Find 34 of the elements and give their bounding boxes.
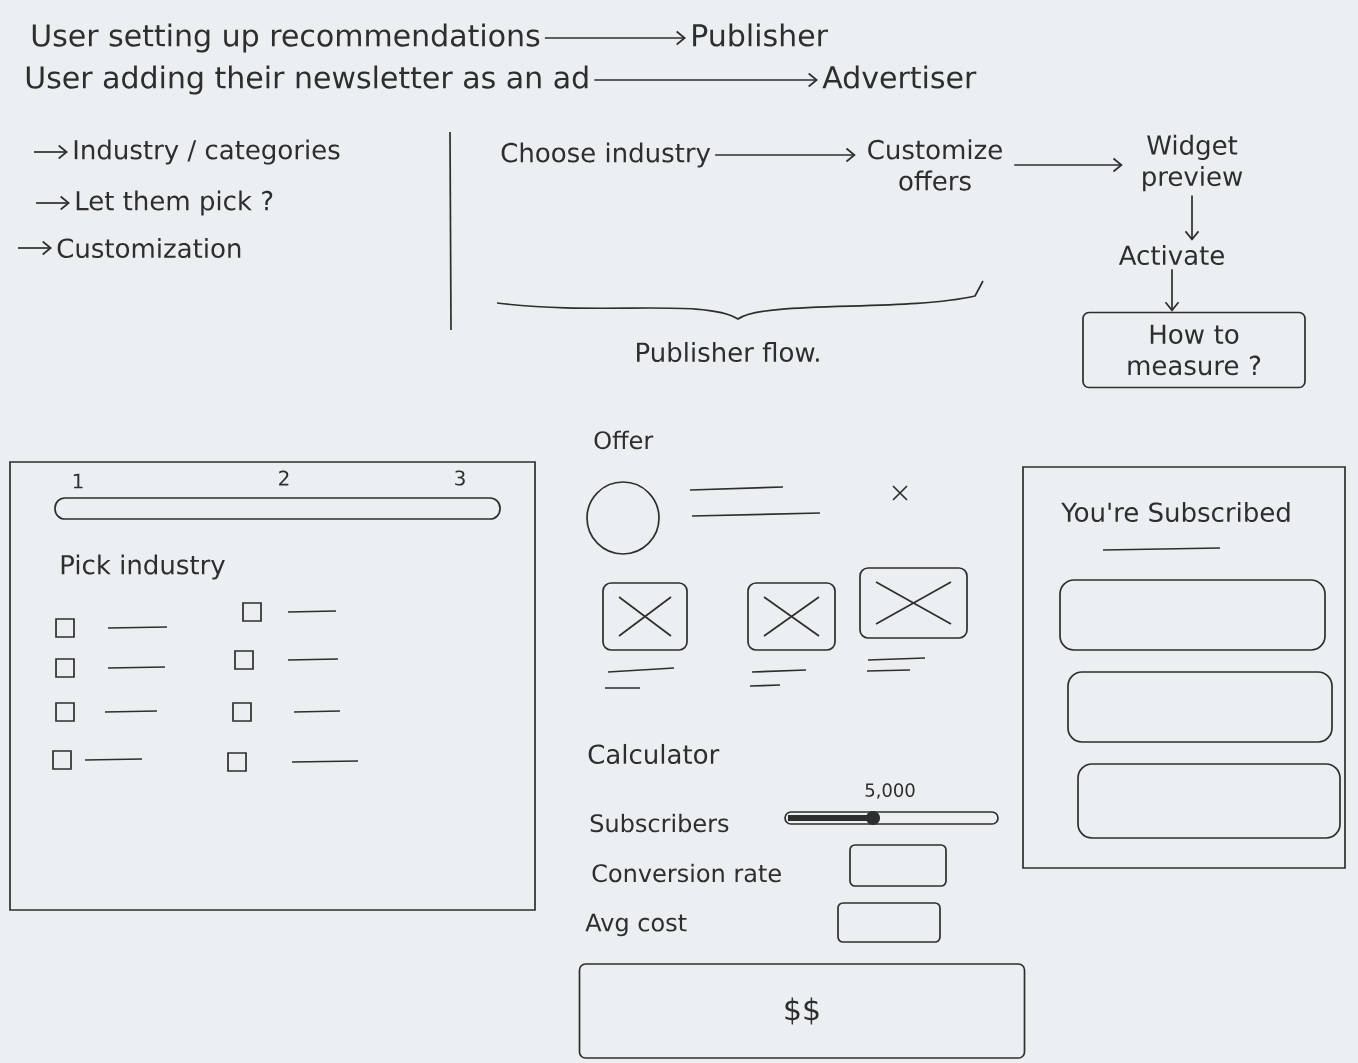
arrow: [1164, 268, 1180, 312]
bullet-text: Let them pick ?: [76, 190, 273, 216]
screen-heading: You're Subscribed: [1061, 501, 1290, 523]
section-heading: Offer: [594, 430, 654, 450]
question-box: How to measure ?: [1082, 311, 1306, 389]
arrow: [593, 72, 818, 88]
caption-text: Publisher flow.: [637, 341, 819, 363]
note-text: User setting up recommendations: [32, 23, 540, 53]
field-label: Conversion rate: [592, 863, 781, 883]
bullet-text: Customization: [57, 237, 241, 259]
field-label: Avg cost: [585, 913, 687, 937]
arrow: [714, 147, 856, 163]
note-text: Publisher: [693, 23, 828, 47]
arrow: [33, 144, 68, 160]
section-heading: Calculator: [588, 743, 720, 765]
flow-step: Widget preview: [1143, 134, 1243, 192]
arrow: [35, 195, 70, 211]
slider-value: 5,000: [865, 783, 915, 799]
step-number: 3: [455, 470, 465, 486]
flow-step: Choose industry: [501, 142, 711, 168]
flow-step: Customize offers: [868, 139, 1002, 191]
arrow: [544, 30, 686, 46]
note-text: User adding their newsletter as an ad: [26, 65, 588, 95]
result-box: $$: [578, 963, 1026, 1059]
screen-heading: Pick industry: [61, 554, 225, 580]
flow-step: Activate: [1118, 244, 1224, 266]
step-number: 1: [73, 473, 83, 489]
arrow: [1013, 157, 1123, 173]
arrow: [1184, 194, 1200, 241]
bullet-text: Industry / categories: [74, 139, 340, 165]
note-text: Advertiser: [822, 65, 977, 89]
arrow: [17, 240, 52, 256]
field-label: Subscribers: [590, 813, 729, 833]
step-number: 2: [279, 470, 289, 486]
